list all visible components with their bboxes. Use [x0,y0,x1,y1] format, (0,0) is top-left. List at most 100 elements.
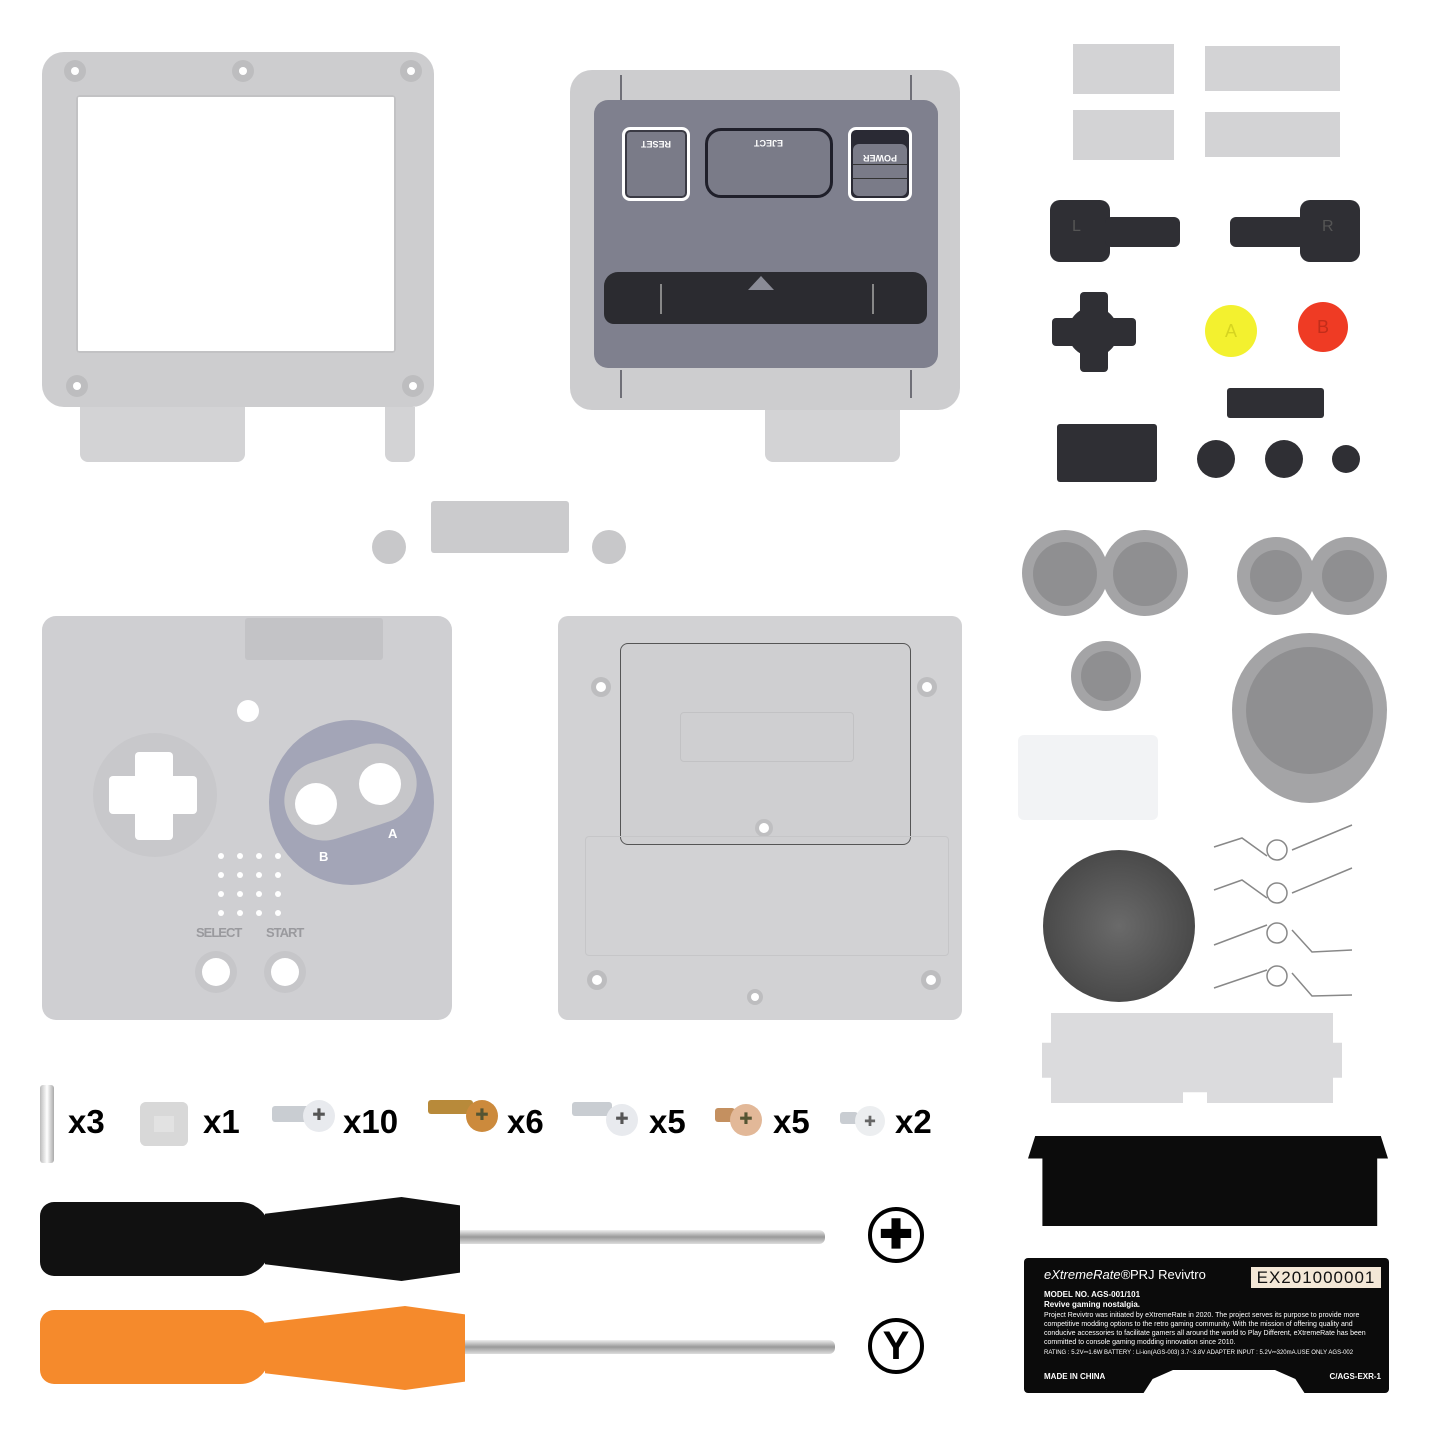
pin-qty: x3 [68,1103,105,1140]
triwing-screwdriver-handle [40,1310,270,1384]
screw-hole [592,975,602,985]
pad-contact [1250,550,1302,602]
screw-hole [232,60,254,82]
triwing-tip-icon: Y [868,1318,924,1374]
pad-contact [1113,542,1177,606]
screw-shaft [428,1100,473,1114]
sticker-made-in: MADE IN CHINA [1044,1372,1106,1381]
hinge [385,407,415,462]
sticker-serial: EX201000001 [1251,1267,1381,1288]
pad-contact [1033,542,1097,606]
sticker-cutout [1139,1370,1309,1400]
screw-hole [922,682,932,692]
backlight-button [1332,445,1360,473]
screw-qty: x5 [649,1103,686,1140]
battery-cover [620,643,911,845]
screw-shaft [572,1102,612,1116]
sticker-tagline: Revive gaming nostalgia. [1044,1300,1141,1309]
battery-slider [1057,424,1157,482]
a-label: A [388,826,398,841]
phillips-tip-icon: ✚ [868,1207,924,1263]
screw-hole [402,375,424,397]
rubber-foot [372,530,406,564]
b-button: B [1298,302,1348,352]
slider-line [660,284,662,314]
start-button [1265,440,1303,478]
dpad-cutout [109,776,197,814]
triangle-icon [748,276,774,290]
hinge [80,407,245,462]
metal-shield [1042,1013,1342,1103]
power-label: POWER [862,153,897,163]
back-panel [585,836,949,956]
reset-print: RESET [622,127,690,201]
pad-contact [1081,651,1131,701]
screw-qty: x2 [895,1103,932,1140]
triwing-screwdriver-shaft [465,1340,835,1354]
start-label: START [266,925,304,940]
phillips-screwdriver-handle [40,1202,270,1276]
battery-clip-part [431,501,569,553]
rubber-pad [1073,44,1174,94]
screw-hole [596,682,606,692]
cartridge-slot [245,618,383,660]
screen-frame-window [76,95,396,353]
slider-line [872,284,874,314]
serial-sticker: eXtremeRate® PRJ Revivtro EX201000001 MO… [1024,1258,1389,1400]
sticker-body: Project Revivtro was initiated by eXtrem… [1044,1312,1366,1346]
sticker-rating: RATING : 5.2V⎓1.6W BATTERY : Li-ion(AGS-… [1044,1350,1354,1356]
screw-hole [64,60,86,82]
rubber-pad [1205,112,1340,157]
eject-label: EJECT [754,138,784,148]
battery-label-area [680,712,854,762]
groove [910,75,912,103]
pin-icon [40,1085,54,1163]
screw-qty: x5 [773,1103,810,1140]
sticker-code: C/AGS-EXR-1 [1329,1372,1381,1381]
screw-qty: x6 [507,1103,544,1140]
rubber-foot [592,530,626,564]
l-shoulder-button: L [1050,200,1110,262]
nut-icon [140,1102,188,1146]
sticker-model: MODEL NO. AGS-001/101 [1044,1290,1141,1299]
pad-contact [1246,647,1373,774]
reset-label: RESET [640,139,671,149]
nut-qty: x1 [203,1103,240,1140]
r-label: R [1322,218,1334,235]
silver-screw-icon: ✚ [303,1100,335,1132]
screw-shaft [840,1112,858,1124]
select-button [1197,440,1235,478]
b-button-hole [295,783,337,825]
select-hole [202,958,230,986]
dpad-button [1052,318,1136,346]
screw-shaft [272,1106,310,1122]
r-shoulder-arm [1230,217,1305,247]
groove [620,370,622,398]
b-label: B [319,849,329,864]
r-shoulder-button: R [1300,200,1360,262]
bronze-screw-icon: ✚ [730,1104,762,1136]
screw-hole [400,60,422,82]
sticker-project: PRJ Revivtro [1130,1267,1206,1282]
phillips-screwdriver-shaft [460,1230,825,1244]
eject-print: EJECT [705,128,833,198]
silver-screw-icon: ✚ [606,1104,638,1136]
screw-hole [66,375,88,397]
start-hole [271,958,299,986]
rubber-pad [1073,110,1174,160]
l-label: L [1072,218,1081,235]
silver-screw-icon: ✚ [855,1106,885,1136]
triwing-screwdriver-handle [265,1306,465,1390]
led-hole [237,700,259,722]
gold-screw-icon: ✚ [466,1100,498,1132]
screw-hole [926,975,936,985]
a-button-hole [359,763,401,805]
a-button: A [1205,305,1257,357]
screw-qty: x10 [343,1103,399,1140]
screw-hole [759,823,769,833]
groove [620,75,622,103]
pad-contact [1322,550,1374,602]
phillips-screwdriver-handle [265,1197,460,1281]
power-switch [1227,388,1324,418]
rubber-pad [1205,46,1340,91]
